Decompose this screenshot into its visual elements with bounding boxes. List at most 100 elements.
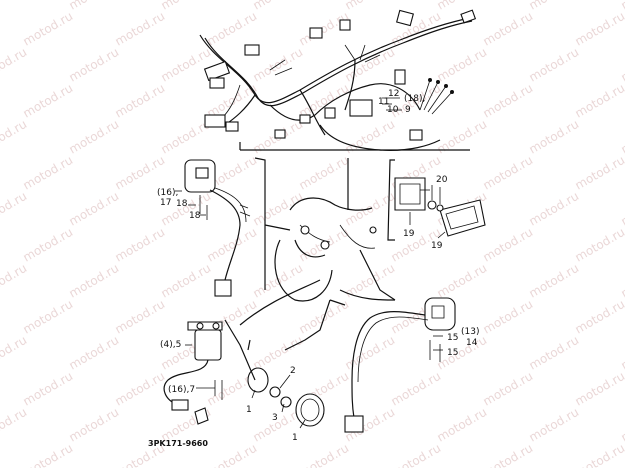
rear-lamp-bracket xyxy=(387,159,395,241)
watermark-text: motod.ru xyxy=(297,153,352,193)
watermark-text: motod.ru xyxy=(389,441,444,468)
callout-18-a: 18 xyxy=(176,199,188,209)
callout-15-b: 15 xyxy=(447,348,458,358)
callout-20: 20 xyxy=(436,175,448,185)
watermark-text: motod.ru xyxy=(573,9,625,49)
watermark-text: motod.ru xyxy=(527,189,582,229)
watermark-text: motod.ru xyxy=(343,45,398,85)
watermark-text: motod.ru xyxy=(21,153,76,193)
watermark-text: motod.ru xyxy=(435,405,490,445)
watermark-text: motod.ru xyxy=(113,225,168,265)
watermark-text: motod.ru xyxy=(251,189,306,229)
watermark-text: motod.ru xyxy=(251,0,306,13)
watermark-text: motod.ru xyxy=(67,0,122,13)
watermark-text: motod.ru xyxy=(0,405,29,445)
watermark-text: motod.ru xyxy=(205,441,260,468)
watermark-text: motod.ru xyxy=(435,117,490,157)
watermark-text: motod.ru xyxy=(0,0,29,13)
watermark-text: motod.ru xyxy=(481,225,536,265)
watermark-text: motod.ru xyxy=(481,441,536,468)
watermark-text: motod.ru xyxy=(619,117,625,157)
watermark-text: motod.ru xyxy=(0,261,29,301)
watermark-text: motod.ru xyxy=(0,333,29,373)
callout-10: 10 xyxy=(387,105,399,115)
watermark-text: motod.ru xyxy=(21,297,76,337)
watermark-text: motod.ru xyxy=(67,333,122,373)
watermark-text: motod.ru xyxy=(0,189,29,229)
watermark-text: motod.ru xyxy=(481,81,536,121)
watermark-text: motod.ru xyxy=(67,405,122,445)
watermark-text: motod.ru xyxy=(0,117,29,157)
wire-harness xyxy=(199,9,477,151)
rear-lamp-assembly xyxy=(394,177,486,237)
callout-labels: (16), 17 18 18 20 19 19 12 11 (18), 10 9… xyxy=(157,89,479,443)
watermark-text: motod.ru xyxy=(481,9,536,49)
main-switch xyxy=(163,321,223,425)
watermark-text: motod.ru xyxy=(205,9,260,49)
callout-19-b: 19 xyxy=(431,241,443,251)
callout-1-a: 1 xyxy=(246,405,252,415)
watermark-text: motod.ru xyxy=(481,153,536,193)
callout-13: (13) xyxy=(461,327,479,337)
callout-2: 2 xyxy=(290,366,296,376)
handlebar-center-assembly xyxy=(274,197,377,302)
watermark-text: motod.ru xyxy=(435,0,490,13)
watermark-text: motod.ru xyxy=(21,81,76,121)
watermark-text: motod.ru xyxy=(527,117,582,157)
watermark-text: motod.ru xyxy=(573,441,625,468)
watermark-text: motod.ru xyxy=(113,9,168,49)
watermark-text: motod.ru xyxy=(67,261,122,301)
callout-17: 17 xyxy=(160,198,171,208)
watermark-text: motod.ru xyxy=(481,369,536,409)
callout-9: 9 xyxy=(405,105,411,115)
callout-12: 12 xyxy=(388,89,399,99)
watermark-text: motod.ru xyxy=(435,333,490,373)
watermark-text: motod.ru xyxy=(619,45,625,85)
callout-16-paren: (16), xyxy=(157,188,178,198)
harness-group-bracket xyxy=(239,142,470,151)
watermark-text: motod.ru xyxy=(159,45,214,85)
watermark-text: motod.ru xyxy=(573,225,625,265)
watermark-text: motod.ru xyxy=(343,0,398,13)
watermark-text: motod.ru xyxy=(527,261,582,301)
callout-4-5: (4),5 xyxy=(160,340,181,350)
watermark-text: motod.ru xyxy=(619,333,625,373)
watermark-text: motod.ru xyxy=(619,189,625,229)
watermark-text: motod.ru xyxy=(573,369,625,409)
watermark-text: motod.ru xyxy=(113,297,168,337)
assembly-leader-lines xyxy=(224,157,396,381)
left-handlebar-switch xyxy=(184,159,251,297)
watermark-text: motod.ru xyxy=(113,369,168,409)
watermark-text: motod.ru xyxy=(297,441,352,468)
callout-14: 14 xyxy=(466,338,478,348)
watermark-text: motod.ru xyxy=(159,261,214,301)
watermark-text: motod.ru xyxy=(573,153,625,193)
watermark-text: motod.ru xyxy=(251,333,306,373)
callout-18-paren: (18), xyxy=(404,94,425,104)
watermark-text: motod.ru xyxy=(21,225,76,265)
watermark-text: motod.ru xyxy=(21,369,76,409)
watermark-text: motod.ru xyxy=(527,0,582,13)
watermark-text: motod.ru xyxy=(389,369,444,409)
watermark-text: motod.ru xyxy=(159,0,214,13)
diagram-code: 3PK171-9660 xyxy=(148,439,208,448)
watermark-text: motod.ru xyxy=(113,153,168,193)
callout-11: 11 xyxy=(378,97,389,107)
watermark-text: motod.ru xyxy=(113,81,168,121)
watermark-text: motod.ru xyxy=(343,333,398,373)
callout-3: 3 xyxy=(272,413,278,423)
watermark-text: motod.ru xyxy=(619,0,625,13)
watermark-text: motod.ru xyxy=(573,81,625,121)
watermark-text: motod.ru xyxy=(573,297,625,337)
callout-15-a: 15 xyxy=(447,333,458,343)
watermark-text: motod.ru xyxy=(21,9,76,49)
watermark-text: motod.ru xyxy=(527,45,582,85)
watermark-text: motod.ru xyxy=(389,9,444,49)
watermark-text: motod.ru xyxy=(435,45,490,85)
watermark-text: motod.ru xyxy=(435,261,490,301)
callout-18-b: 18 xyxy=(189,211,201,221)
watermark-text: motod.ru xyxy=(481,297,536,337)
right-handlebar-switch xyxy=(344,297,456,433)
callout-1-b: 1 xyxy=(292,433,298,443)
